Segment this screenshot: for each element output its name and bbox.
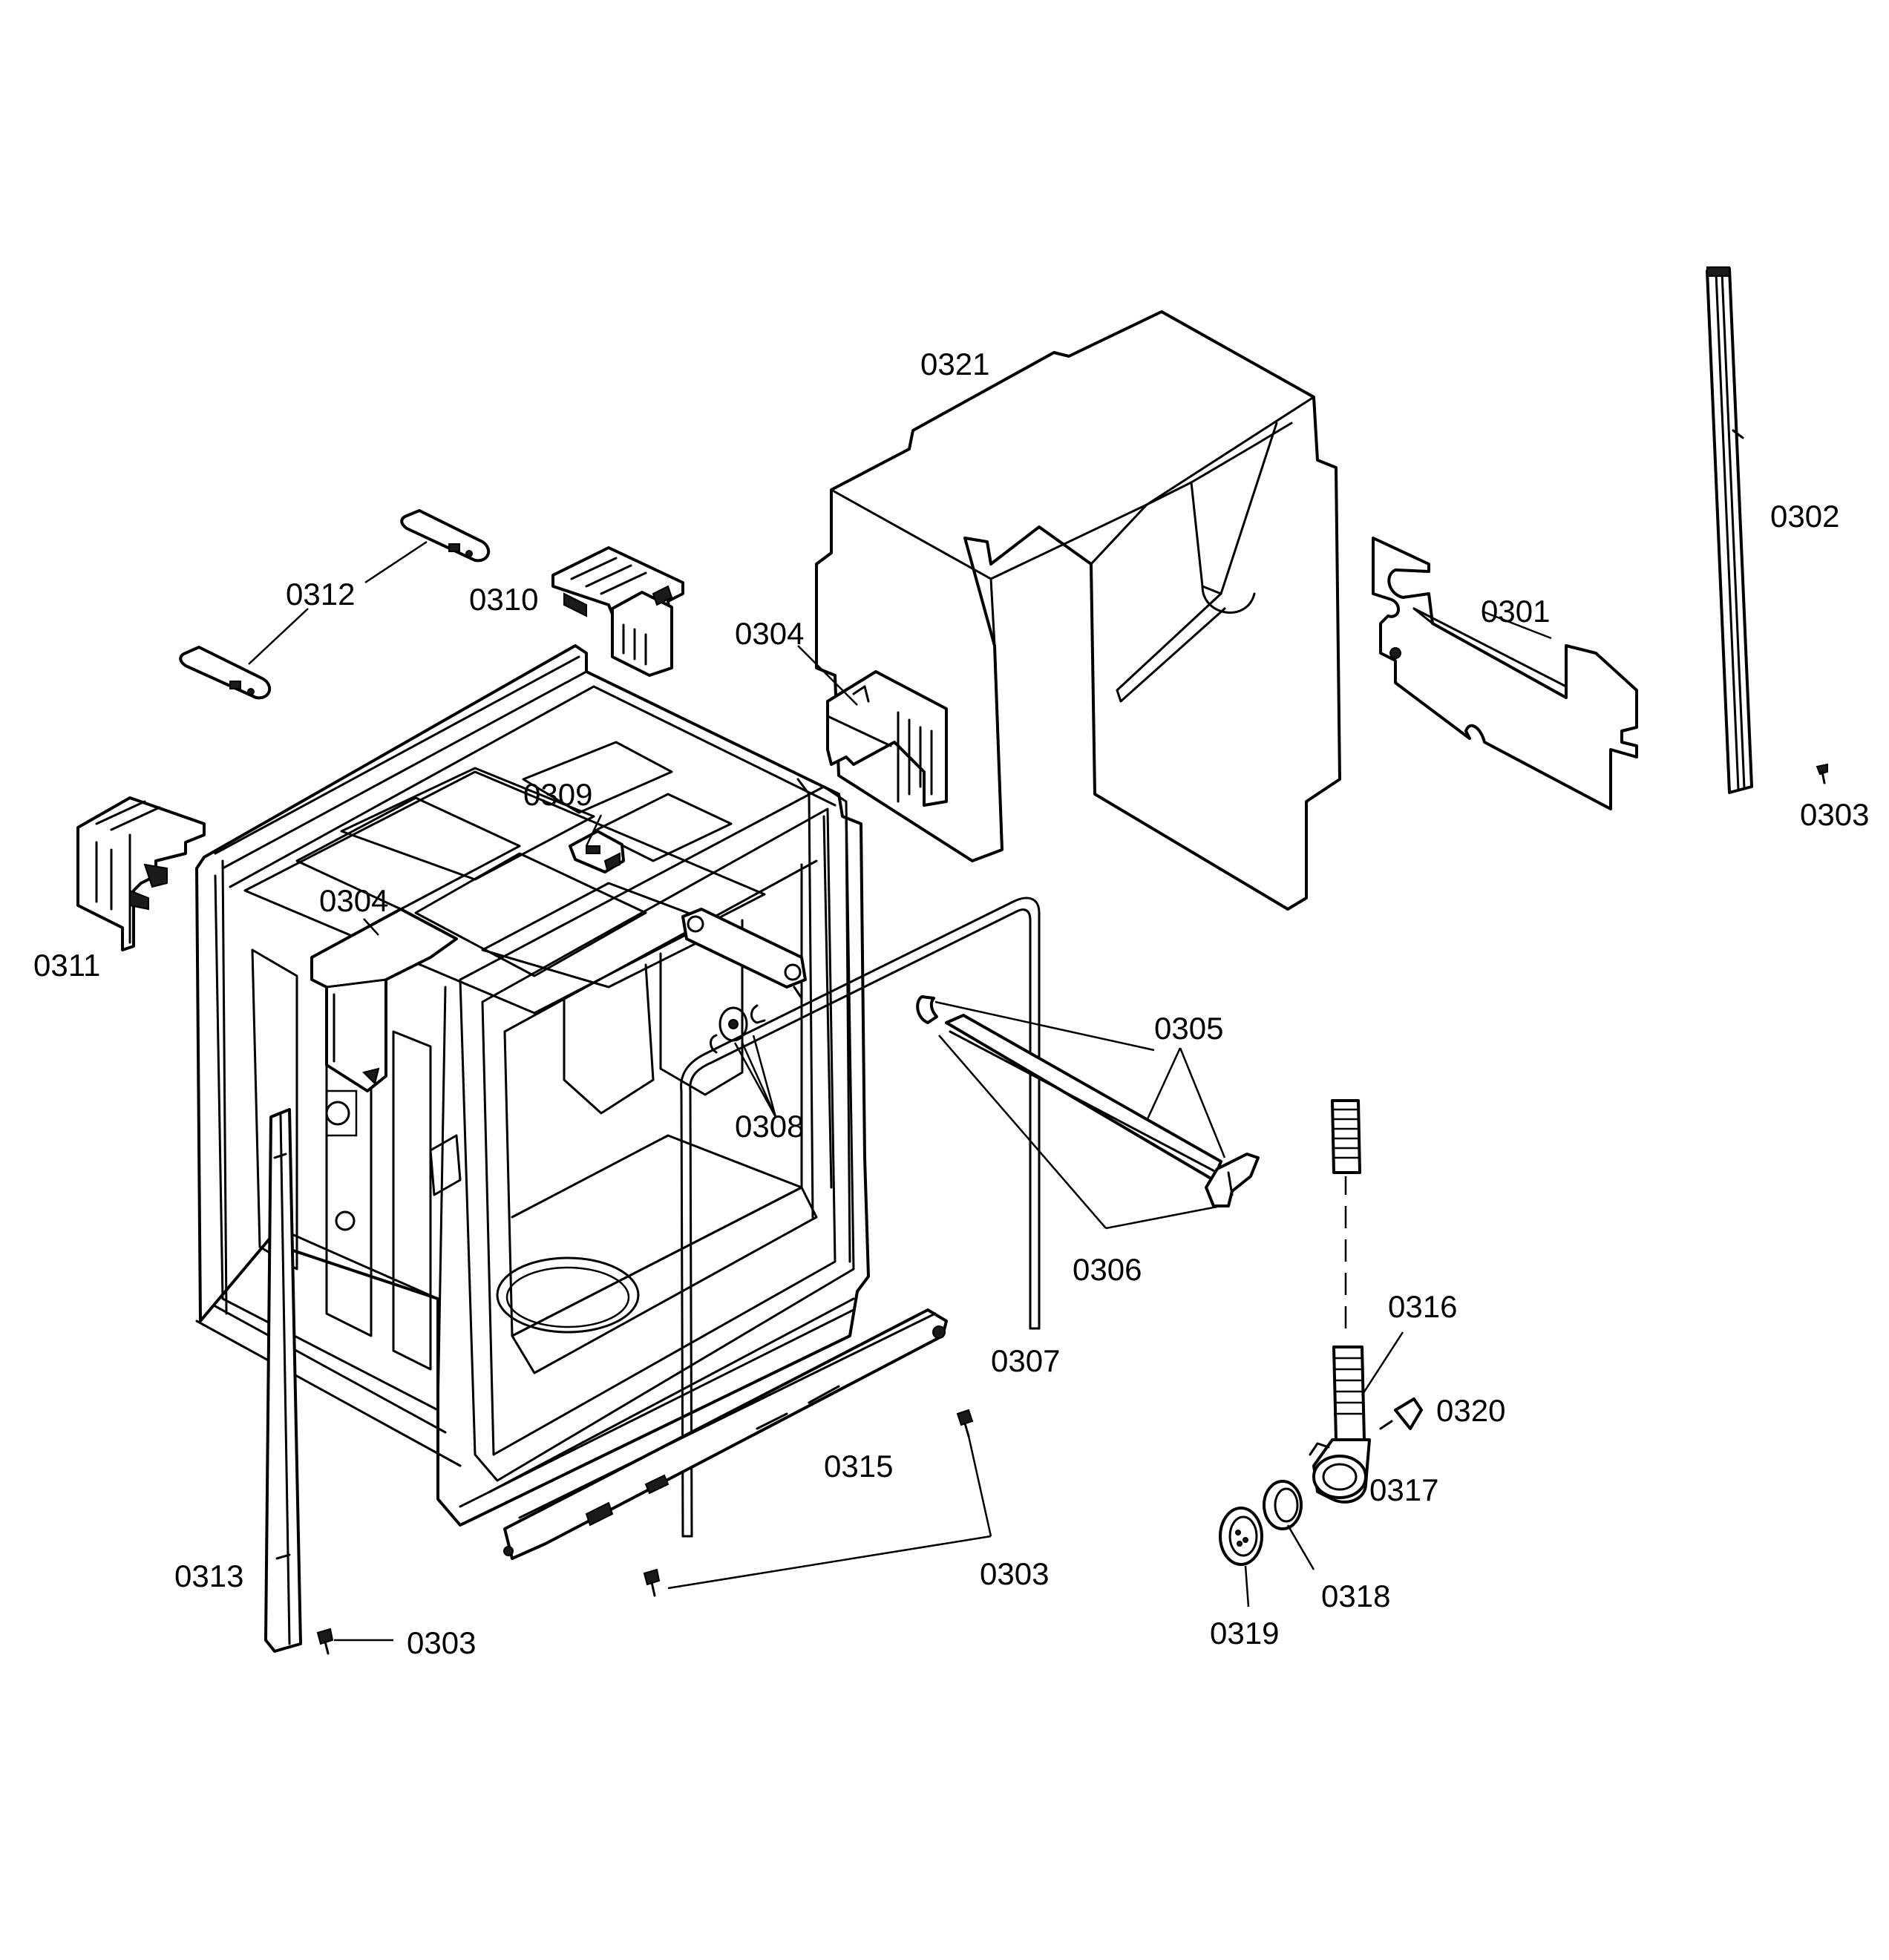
callout-0313: 0313 — [174, 1559, 243, 1593]
leader-0312-upper — [364, 540, 428, 584]
callout-0306: 0306 — [1073, 1252, 1142, 1287]
leader-0303-mid-a — [967, 1435, 992, 1537]
part-0313-side-strip — [264, 1108, 302, 1653]
leader-0305-a — [1145, 1047, 1182, 1121]
part-0304-lower-bracket — [310, 908, 458, 1092]
callout-0304-lower: 0304 — [319, 883, 388, 918]
leader-0306-b — [1105, 1204, 1222, 1230]
part-0312-lower-bracket — [179, 646, 272, 700]
leader-0318 — [1286, 1524, 1315, 1570]
part-0307-door-seal — [680, 897, 1041, 1538]
part-0315-toe-panel — [503, 1308, 948, 1560]
callout-0303-left: 0303 — [407, 1625, 476, 1660]
callout-0305: 0305 — [1154, 1011, 1223, 1046]
leader-0316 — [1361, 1331, 1404, 1396]
leader-0304-lower — [363, 918, 379, 936]
callout-0320: 0320 — [1436, 1393, 1505, 1428]
leader-0308-b — [741, 1042, 777, 1118]
callout-0319: 0319 — [1210, 1616, 1279, 1651]
part-0320-screw — [1379, 1397, 1423, 1430]
callout-0316: 0316 — [1388, 1289, 1457, 1324]
callout-0310: 0310 — [469, 582, 538, 617]
leader-0301 — [1484, 611, 1552, 640]
part-0318-nut — [1263, 1480, 1303, 1530]
callout-0307: 0307 — [991, 1343, 1060, 1378]
leader-0305-b — [1179, 1047, 1226, 1158]
leader-0308-a — [733, 1042, 777, 1118]
callout-0301: 0301 — [1481, 594, 1550, 629]
part-0303-screw-left — [316, 1628, 334, 1655]
leader-0308-c — [752, 1035, 777, 1118]
leader-0303-mid-b — [667, 1535, 992, 1590]
part-0316-drain-hose — [1331, 1099, 1366, 1441]
part-0303-screw-mid — [956, 1409, 974, 1438]
leader-0312-lower — [248, 608, 309, 665]
leader-0306-a — [938, 1035, 1107, 1229]
callout-0315: 0315 — [824, 1449, 893, 1484]
part-0311-hinge-bracket — [76, 796, 206, 951]
leader-0304-upper — [797, 645, 858, 706]
leader-0319 — [1244, 1565, 1250, 1607]
part-tub-frame — [195, 644, 870, 1527]
part-0319-cap — [1219, 1507, 1263, 1566]
callout-0303-right: 0303 — [1800, 797, 1869, 832]
part-0303-screw-bottom — [643, 1568, 661, 1597]
callout-0308: 0308 — [735, 1109, 804, 1144]
part-0310-hinge-bracket — [551, 546, 684, 677]
callout-0311: 0311 — [33, 948, 100, 983]
leader-0309 — [585, 814, 603, 847]
part-0302-side-strip — [1706, 266, 1753, 794]
leader-lines — [248, 540, 1552, 1642]
leader-0305-c — [934, 1000, 1155, 1052]
part-door-hinge-arm — [681, 908, 807, 1000]
callout-0304-upper: 0304 — [735, 616, 804, 651]
callout-labels: 0321 0302 0312 0310 0301 0304 0303 0309 … — [33, 347, 1869, 1660]
callout-0303-mid: 0303 — [980, 1556, 1049, 1591]
part-0317-elbow-fitting — [1309, 1438, 1371, 1504]
callout-0309: 0309 — [523, 777, 592, 812]
part-0309-clip — [569, 830, 625, 874]
part-0301-rear-panel — [1372, 537, 1638, 810]
part-0321-insulation-cover — [815, 310, 1341, 911]
callout-0318: 0318 — [1321, 1579, 1390, 1613]
part-0305-hinge-rod — [916, 995, 1260, 1207]
part-0312-upper-bracket — [400, 509, 491, 563]
callout-0321: 0321 — [920, 347, 989, 381]
callout-0302: 0302 — [1770, 499, 1839, 534]
part-0303-screw-right — [1816, 763, 1828, 784]
callout-0317: 0317 — [1369, 1472, 1438, 1507]
callout-0312: 0312 — [286, 577, 355, 612]
